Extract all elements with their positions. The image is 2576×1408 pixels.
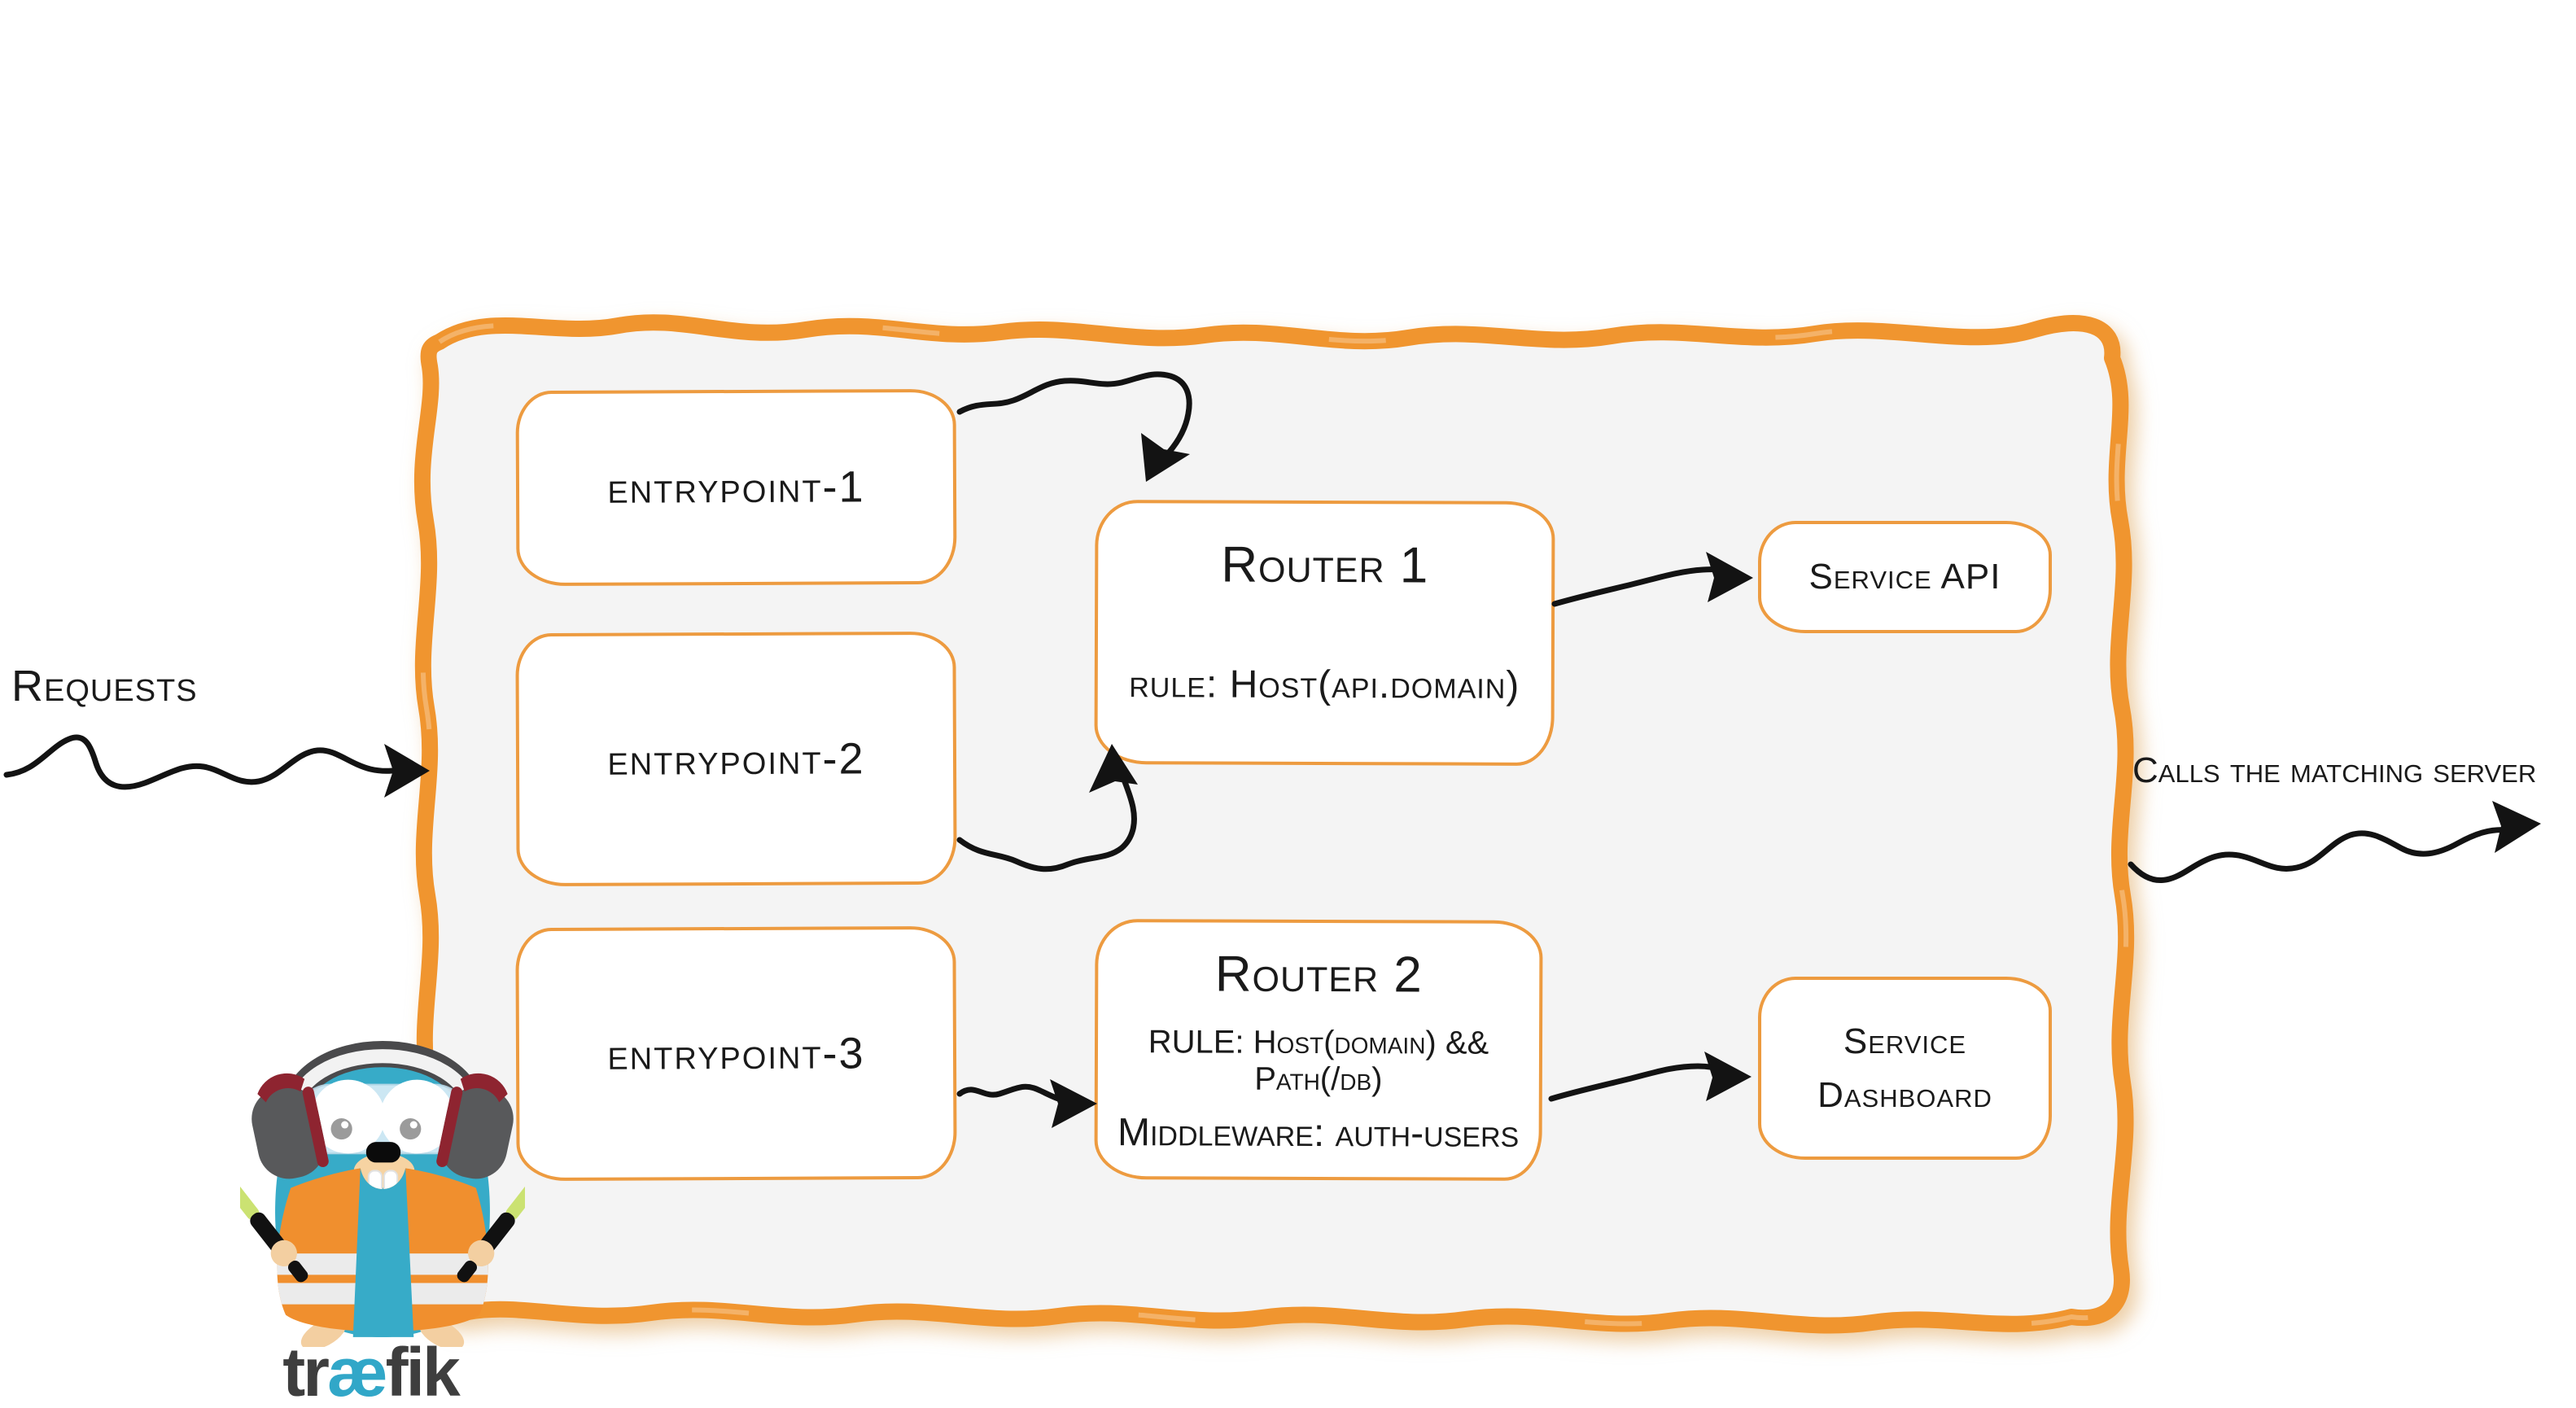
service-api-label: Service API (1808, 557, 2001, 597)
calls-label: Calls the matching server (2132, 750, 2537, 790)
entrypoint-1-label: entrypoint-1 (607, 462, 865, 513)
wordmark-fik: fik (385, 1334, 461, 1408)
entrypoint-1-box: entrypoint-1 (515, 388, 957, 587)
gopher-earcup-left (251, 1073, 329, 1179)
gopher-safety-vest (277, 1168, 488, 1337)
service-api-box: Service API (1758, 521, 2052, 633)
router-2-box: Router 2 RULE: Host(domain) && Path(/db)… (1094, 919, 1543, 1181)
service-dashboard-box: Service Dashboard (1758, 977, 2052, 1160)
traefik-wordmark: træfik (228, 1333, 513, 1408)
gopher-goggles (296, 1079, 469, 1155)
entrypoint-2-box: entrypoint-2 (515, 631, 957, 887)
router-1-rule: rule: Host(api.domain) (1129, 662, 1520, 707)
gopher-baton-right (457, 1149, 525, 1283)
entrypoint-2-label: entrypoint-2 (607, 733, 865, 785)
router-2-title: Router 2 (1214, 946, 1423, 1004)
traefik-gopher-logo (240, 1041, 525, 1347)
gopher-baton-left (240, 1149, 308, 1283)
router-1-box: Router 1 rule: Host(api.domain) (1094, 500, 1555, 766)
gopher-earcup-right (436, 1073, 514, 1179)
wordmark-tr: tr (282, 1334, 330, 1408)
router-2-middleware: Middleware: auth-users (1117, 1111, 1520, 1156)
router-2-rule: RULE: Host(domain) && Path(/db) (1148, 1024, 1489, 1098)
gopher-headphones-band (279, 1041, 486, 1134)
wordmark-ae: æ (326, 1334, 388, 1408)
service-dashboard-label: Service Dashboard (1817, 1021, 1992, 1115)
router-1-title: Router 1 (1221, 536, 1429, 594)
entrypoint-3-box: entrypoint-3 (515, 925, 957, 1182)
entrypoint-3-label: entrypoint-3 (607, 1028, 865, 1079)
requests-label: Requests (11, 662, 198, 711)
